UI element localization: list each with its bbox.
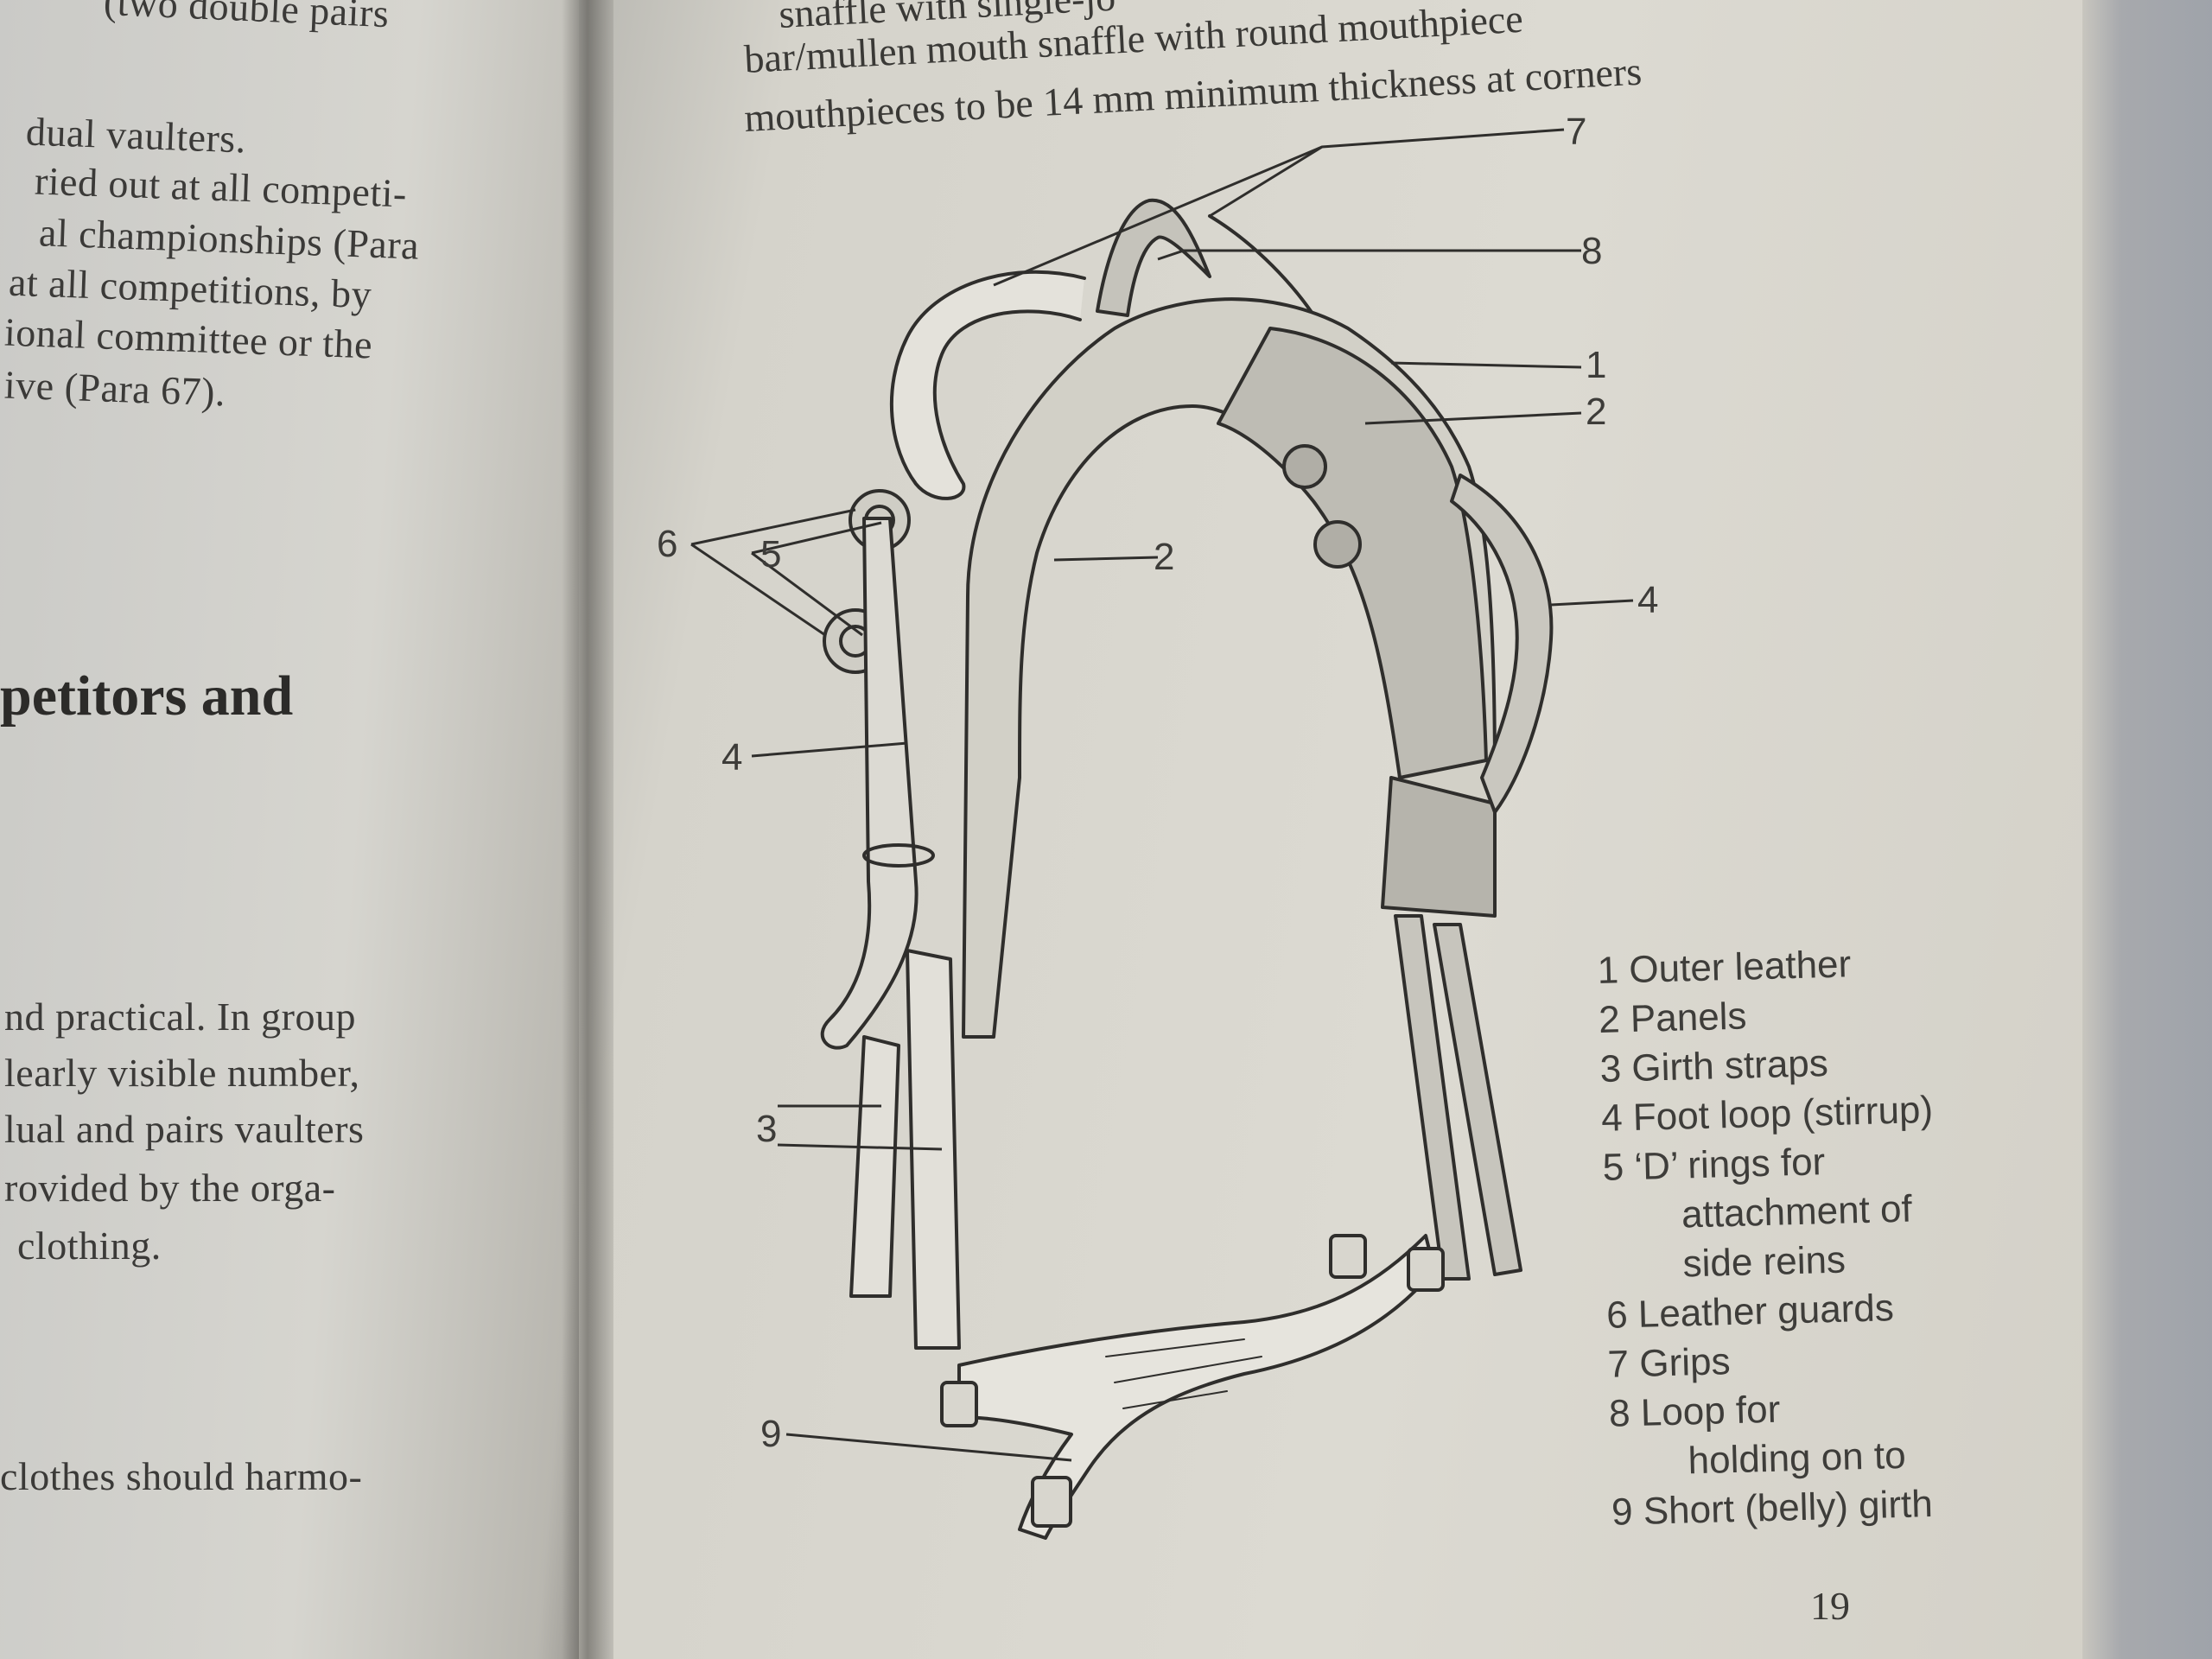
lower-block <box>1381 776 1497 918</box>
callout-3: 3 <box>756 1108 778 1150</box>
left-line-10: lual and pairs vaulters <box>4 1107 365 1151</box>
foot-loop-left <box>820 517 918 1050</box>
page-edge <box>2082 0 2212 1659</box>
legend-item-3: 3 Girth straps <box>1599 1042 1829 1090</box>
left-line-12: clothing. <box>17 1224 162 1268</box>
callout-5: 5 <box>760 533 782 575</box>
legend-item-5-cont-2: side reins <box>1682 1238 1847 1286</box>
buckle-1 <box>940 1381 978 1427</box>
callout-2-left: 2 <box>1154 536 1175 578</box>
girth-strap-right-1 <box>1394 914 1471 1281</box>
page-number: 19 <box>1810 1584 1850 1628</box>
left-line-8: nd practical. In group <box>4 995 356 1039</box>
buckle-2 <box>1031 1476 1072 1528</box>
callout-8: 8 <box>1581 230 1603 272</box>
legend-item-2: 2 Panels <box>1598 995 1748 1041</box>
legend-item-7: 7 Grips <box>1607 1340 1732 1386</box>
callout-4-left: 4 <box>721 736 743 779</box>
callout-9: 9 <box>760 1413 782 1455</box>
girth-strap-right-2 <box>1433 923 1522 1276</box>
legend-item-8-cont: holding on to <box>1687 1433 1907 1483</box>
d-ring-4 <box>1313 520 1362 569</box>
girth-strap-left-1 <box>849 1035 900 1298</box>
left-line-9: learly visible number, <box>4 1051 360 1095</box>
belly-girth <box>957 1234 1436 1540</box>
stirrup-keeper <box>862 843 935 868</box>
parts-legend: 1 Outer leather 2 Panels 3 Girth straps … <box>1597 938 1944 1537</box>
legend-item-5: 5 ‘D’ rings for <box>1602 1141 1826 1189</box>
book-gutter <box>562 0 613 1659</box>
callout-2-right: 2 <box>1586 391 1607 433</box>
callout-1: 1 <box>1586 344 1607 386</box>
legend-item-1: 1 Outer leather <box>1597 943 1852 992</box>
buckle-4 <box>1407 1247 1445 1292</box>
callout-4-right: 4 <box>1637 579 1659 621</box>
d-ring-3 <box>1282 444 1327 489</box>
legend-item-8: 8 Loop for <box>1608 1388 1781 1435</box>
legend-item-6: 6 Leather guards <box>1605 1287 1895 1337</box>
section-heading: petitors and <box>0 664 294 728</box>
right-page <box>579 0 2134 1659</box>
foot-loop-right <box>1450 474 1554 814</box>
legend-item-4: 4 Foot loop (stirrup) <box>1600 1088 1934 1140</box>
legend-item-5-cont-1: attachment of <box>1681 1187 1913 1236</box>
left-line-13: clothes should harmo- <box>0 1454 363 1498</box>
callout-6: 6 <box>657 523 678 565</box>
legend-item-9: 9 Short (belly) girth <box>1611 1483 1934 1534</box>
buckle-3 <box>1329 1234 1367 1279</box>
left-line-11: rovided by the orga- <box>4 1166 336 1210</box>
grip-left <box>889 270 1086 500</box>
callout-7: 7 <box>1566 111 1587 153</box>
